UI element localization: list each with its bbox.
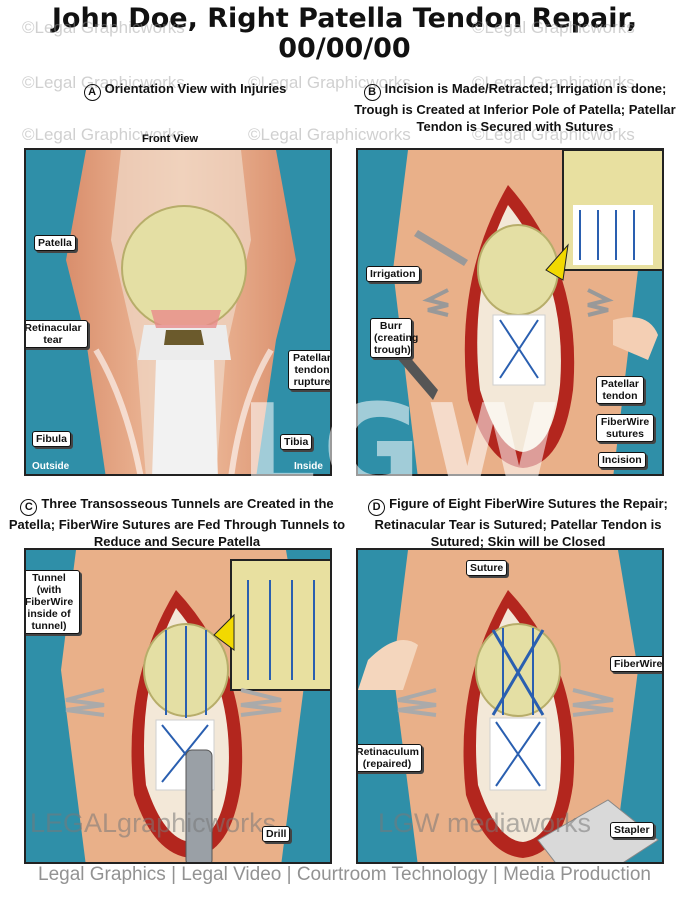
knee-front-view-image — [26, 150, 330, 474]
label-retinacular-tear: Retinacular tear — [26, 320, 88, 348]
label-tibia: Tibia — [280, 434, 313, 450]
label-tunnel: Tunnel (with FiberWire inside of tunnel) — [26, 570, 80, 634]
label-fibula: Fibula — [32, 431, 71, 447]
front-view-label: Front View — [142, 133, 199, 145]
label-retinaculum: Retinaculum (repaired) — [358, 744, 422, 772]
label-patellar-tendon-rupture: Patellar tendon rupture — [288, 350, 330, 390]
label-fiberwire-sutures: FiberWire sutures — [596, 414, 654, 442]
watermark-text: ©Legal Graphicworks — [248, 125, 411, 144]
label-patellar-tendon-b: Patellar tendon — [596, 376, 644, 404]
watermark-text: ©Legal Graphicworks — [472, 18, 635, 37]
panel-letter-b: B — [363, 84, 381, 101]
transosseous-tunnels-image — [26, 550, 330, 862]
label-burr: Burr (creating trough) — [370, 318, 418, 358]
logo-lgw-mediaworks: LGW mediaworks — [378, 808, 592, 838]
footer-logos: LEGALgraphicworks LGW mediaworks — [0, 808, 689, 848]
label-suture: Suture — [466, 560, 508, 576]
label-stapler: Stapler — [610, 822, 654, 838]
label-patella: Patella — [34, 235, 76, 251]
figure-eight-repair-image — [358, 550, 662, 862]
watermark-text: ©Legal Graphicworks — [22, 73, 185, 92]
label-inside: Inside — [294, 461, 323, 472]
incision-trough-image — [358, 150, 662, 474]
caption-d-text: Figure of Eight FiberWire Sutures the Re… — [374, 496, 668, 549]
page-title: John Doe, Right Patella Tendon Repair, 0… — [51, 3, 638, 64]
panel-letter-a: A — [83, 84, 101, 101]
watermark-text: ©Legal Graphicworks — [22, 125, 185, 144]
caption-a-text: Orientation View with Injuries — [104, 81, 287, 96]
panel-d-illustration: Suture FiberWire Retinaculum (repaired) … — [356, 548, 664, 864]
logo-legal-graphicworks: LEGALgraphicworks — [30, 808, 277, 838]
panel-letter-c: C — [20, 499, 38, 516]
panel-a-illustration: Patella Retinacular tear Patellar tendon… — [24, 148, 332, 476]
label-irrigation: Irrigation — [366, 266, 420, 282]
watermark-text: ©Legal Graphicworks — [472, 125, 635, 144]
footer-tagline: Legal Graphics | Legal Video | Courtroom… — [38, 864, 651, 885]
caption-c-text: Three Transosseous Tunnels are Created i… — [8, 496, 346, 549]
panel-c-illustration: Tunnel (with FiberWire inside of tunnel)… — [24, 548, 332, 864]
watermark-text: ©Legal Graphicworks — [22, 18, 185, 37]
caption-b-text: Incision is Made/Retracted; Irrigation i… — [354, 81, 676, 134]
watermark-text: ©Legal Graphicworks — [472, 73, 635, 92]
lgw-overlay-mark: LGW — [240, 380, 566, 519]
label-outside: Outside — [32, 461, 70, 472]
label-drill: Drill — [262, 826, 291, 842]
label-fiberwire: FiberWire — [610, 656, 662, 672]
label-incision: Incision — [598, 452, 646, 468]
panel-b-illustration: Irrigation Burr (creating trough) Patell… — [356, 148, 664, 476]
